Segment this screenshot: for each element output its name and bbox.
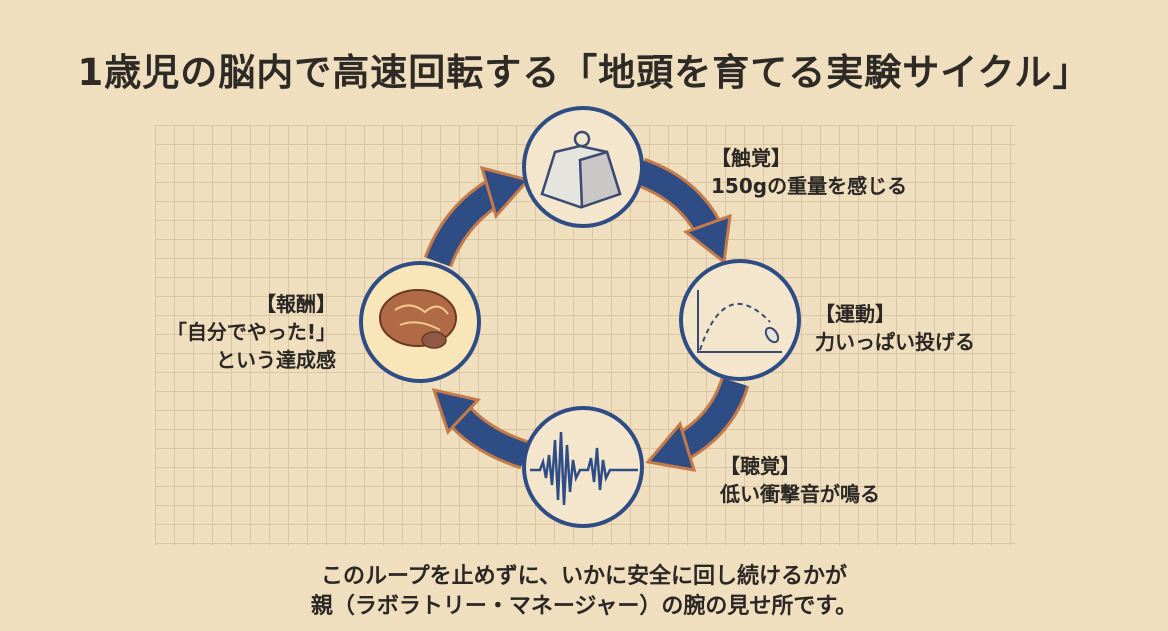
arrow-sound-to-reward <box>431 387 530 470</box>
sound-label: 【聴覚】 低い衝撃音が鳴る <box>720 452 880 508</box>
sound-wave-icon <box>530 431 638 506</box>
trajectory-icon <box>697 290 782 353</box>
motion-label: 【運動】 力いっぱい投げる <box>815 300 975 356</box>
reward-text-1: 「自分でやった!」 <box>166 320 336 344</box>
motion-node <box>679 259 801 381</box>
footer-line-2: 親（ラボラトリー・マネージャー）の腕の見せ所です。 <box>310 594 858 619</box>
motion-heading: 【運動】 <box>815 302 895 326</box>
motion-text: 力いっぱい投げる <box>815 330 975 354</box>
cycle-arrows <box>423 157 750 472</box>
sound-node <box>522 406 644 528</box>
sound-heading: 【聴覚】 <box>720 454 800 478</box>
sound-text: 低い衝撃音が鳴る <box>720 482 880 506</box>
footer-message: このループを止めずに、いかに安全に回し続けるかが 親（ラボラトリー・マネージャー… <box>0 562 1168 622</box>
reward-label: 【報酬】 「自分でやった!」 という達成感 <box>167 290 336 374</box>
weight-icon <box>540 130 622 209</box>
arrow-reward-to-touch <box>423 165 531 268</box>
touch-node <box>522 106 644 228</box>
touch-text: 150gの重量を感じる <box>711 174 908 198</box>
page-title: 1歳児の脳内で高速回転する「地頭を育てる実験サイクル」 <box>77 51 1091 94</box>
reward-heading: 【報酬】 <box>256 292 336 316</box>
arrow-touch-to-motion <box>634 157 732 265</box>
touch-label: 【触覚】 150gの重量を感じる <box>711 144 907 200</box>
touch-heading: 【触覚】 <box>711 146 791 170</box>
arrow-motion-to-sound <box>645 377 750 472</box>
brain-icon <box>379 289 457 349</box>
footer-line-1: このループを止めずに、いかに安全に回し続けるかが <box>320 564 848 589</box>
reward-text-2: という達成感 <box>216 348 336 372</box>
reward-node <box>359 261 481 383</box>
